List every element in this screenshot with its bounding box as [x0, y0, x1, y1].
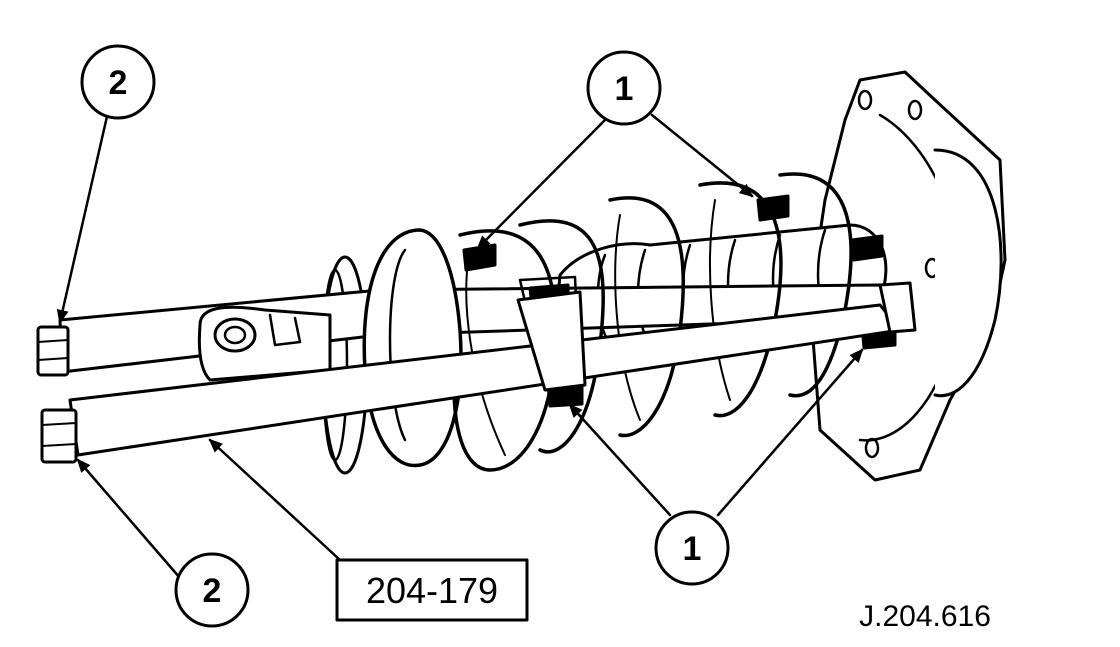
- bolt-head-top: [36, 325, 70, 377]
- leader-tool: [208, 438, 342, 562]
- leader-1-top-left: [476, 118, 607, 250]
- compressor-bar-bottom: [40, 281, 917, 464]
- bolt-head-bottom: [40, 408, 78, 464]
- leader-1-top-right: [650, 113, 754, 198]
- callout-label-2-bottom: 2: [203, 572, 222, 610]
- leader-lines: [56, 110, 864, 580]
- callout-label-1-top: 1: [615, 70, 634, 108]
- callout-circle-1-top: [586, 50, 662, 126]
- callout-label-1-bottom: 1: [683, 530, 702, 568]
- strut-dome: [933, 148, 1003, 398]
- callout-circle-1-bottom: [654, 510, 730, 586]
- callout-circle-2-bottom: [174, 552, 250, 628]
- callout-label-2-top: 2: [109, 64, 128, 102]
- callout-circle-2-top: [80, 44, 156, 120]
- leader-2-top: [56, 110, 110, 324]
- leader-1-bottom-right: [716, 348, 864, 517]
- figure-reference: J.204.616: [859, 600, 991, 633]
- tool-number-label: 204-179: [366, 570, 498, 611]
- strut-body: [197, 305, 332, 382]
- leader-2-bottom: [76, 458, 182, 580]
- tool-label-box: [335, 558, 529, 622]
- leader-1-bottom-left: [568, 403, 672, 517]
